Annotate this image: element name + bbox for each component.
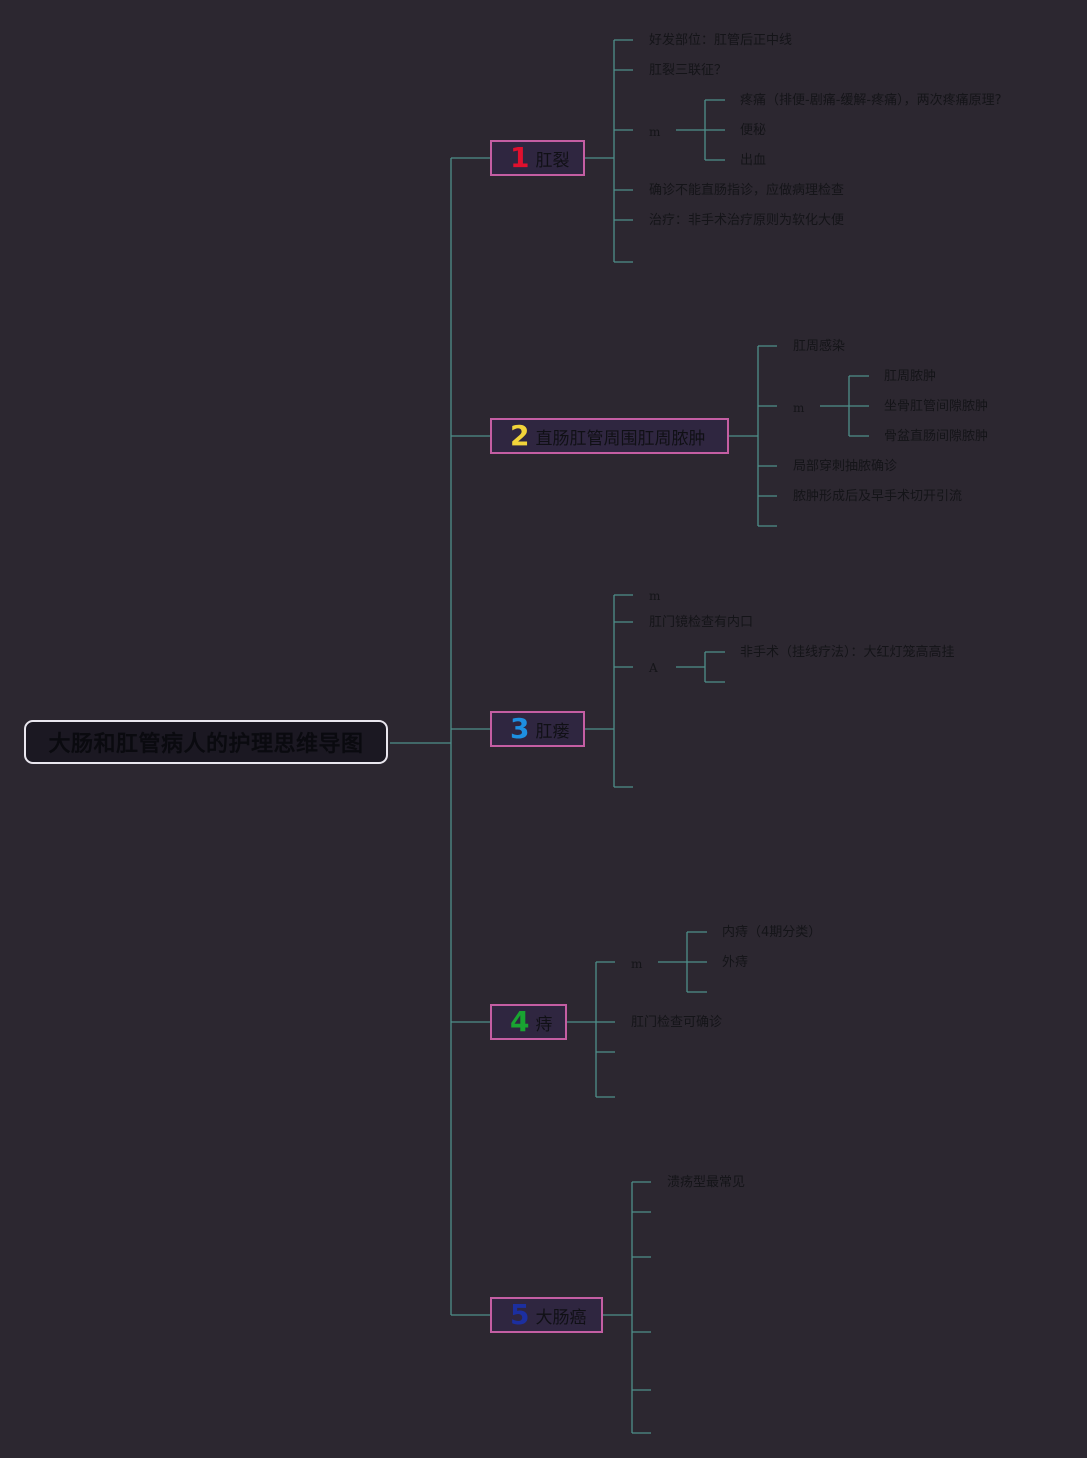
leaf-4-1-2[interactable]: 外痔	[722, 955, 749, 970]
topic-node-5[interactable]: 5 大肠癌	[490, 1297, 603, 1333]
leaf-3-3-1[interactable]: 非手术（挂线疗法）：大红灯笼高高挂	[740, 645, 955, 660]
leaf-1-2[interactable]: 肛裂三联征？	[649, 63, 728, 78]
leaf-1-3-2[interactable]: 便秘	[740, 123, 767, 138]
topic-node-3[interactable]: 3 肛瘘	[490, 711, 585, 747]
topic-label-1: 肛裂	[535, 150, 570, 171]
topic-number-4: 4	[510, 1005, 530, 1038]
leaf-1-1[interactable]: 好发部位：肛管后正中线	[649, 33, 793, 48]
root-node[interactable]: 大肠和肛管病人的护理思维导图	[24, 720, 388, 764]
leaf-1-3-3[interactable]: 出血	[740, 153, 767, 168]
leaf-2-1[interactable]: 肛周感染	[793, 339, 846, 354]
leaf-1-4[interactable]: 确诊不能直肠指诊，应做病理检查	[649, 183, 845, 198]
topic-node-2[interactable]: 2 直肠肛管周围肛周脓肿	[490, 418, 729, 454]
leaf-4-2[interactable]: 肛门检查可确诊	[631, 1015, 723, 1030]
leaf-4-1[interactable]: m	[631, 957, 643, 971]
leaf-1-3[interactable]: m	[649, 125, 661, 139]
topic-label-4: 痔	[535, 1014, 553, 1035]
leaf-4-1-1[interactable]: 内痔（4期分类）	[722, 925, 822, 940]
topic-label-5: 大肠癌	[535, 1307, 587, 1328]
topic-number-2: 2	[510, 419, 530, 452]
leaf-3-2[interactable]: 肛门镜检查有内口	[649, 615, 754, 630]
leaf-2-2-3[interactable]: 骨盆直肠间隙脓肿	[884, 429, 989, 444]
leaf-3-1[interactable]: m	[649, 589, 661, 603]
leaf-1-5[interactable]: 治疗：非手术治疗原则为软化大便	[649, 213, 845, 228]
root-title: 大肠和肛管病人的护理思维导图	[48, 732, 364, 757]
topic-label-3: 肛瘘	[535, 721, 570, 742]
leaf-2-2-2[interactable]: 坐骨肛管间隙脓肿	[884, 399, 989, 414]
topic-label-2: 直肠肛管周围肛周脓肿	[535, 428, 706, 449]
topic-number-3: 3	[510, 712, 530, 745]
leaf-1-3-1[interactable]: 疼痛（排便-剧痛-缓解-疼痛），两次疼痛原理?	[740, 93, 1002, 108]
topic-number-1: 1	[510, 141, 530, 174]
topic-number-5: 5	[510, 1298, 530, 1331]
topic-node-4[interactable]: 4 痔	[490, 1004, 567, 1040]
leaf-2-3[interactable]: 局部穿刺抽脓确诊	[793, 459, 898, 474]
leaf-2-4[interactable]: 脓肿形成后及早手术切开引流	[793, 489, 963, 504]
topic-node-1[interactable]: 1 肛裂	[490, 140, 585, 176]
leaf-2-2-1[interactable]: 肛周脓肿	[884, 369, 937, 384]
leaf-5-1[interactable]: 溃疡型最常见	[667, 1175, 746, 1190]
leaf-3-3[interactable]: A	[649, 661, 658, 675]
leaf-2-2[interactable]: m	[793, 401, 805, 415]
